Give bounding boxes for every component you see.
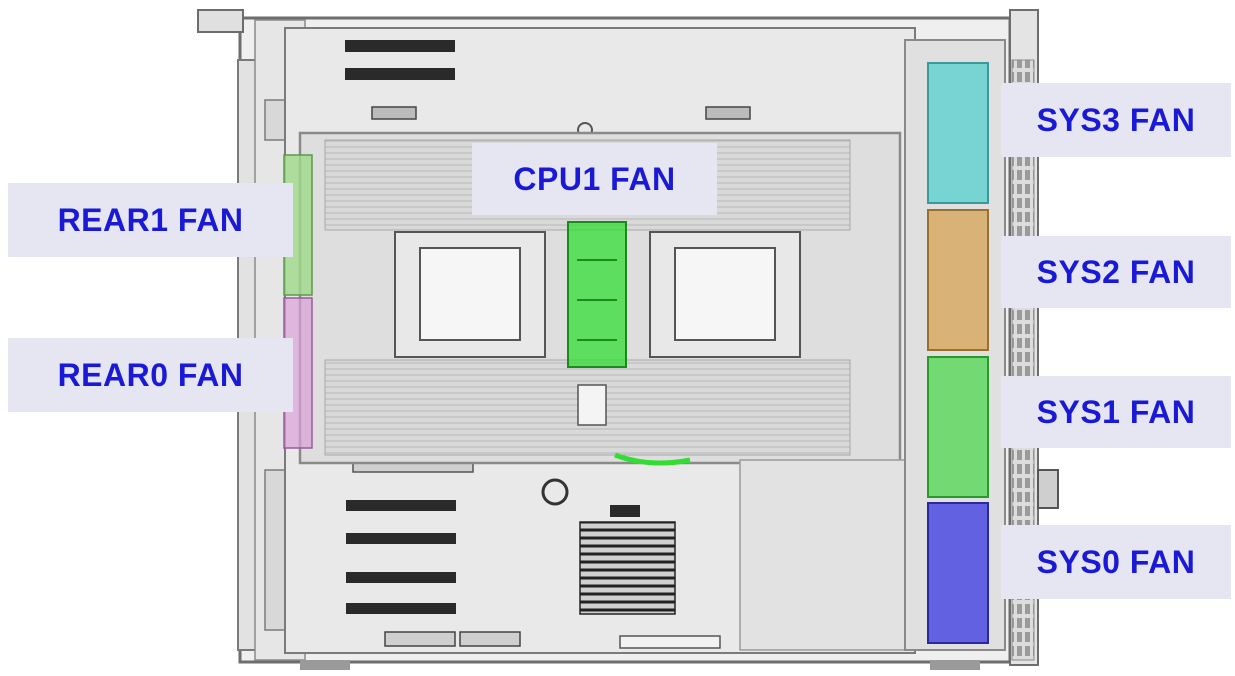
sys0-fan-label: SYS0 FAN <box>1001 525 1231 599</box>
cpu1-fan-label: CPU1 FAN <box>472 143 717 215</box>
sys2-fan-label: SYS2 FAN <box>1001 236 1231 308</box>
rear0-fan-label-text: REAR0 FAN <box>57 356 244 393</box>
rear0-fan-label: REAR0 FAN <box>8 338 293 412</box>
rear1-fan-label-text: REAR1 FAN <box>57 201 244 238</box>
sys0-fan-label-text: SYS0 FAN <box>1036 543 1196 580</box>
sys1-fan-label: SYS1 FAN <box>1001 376 1231 448</box>
rear1-fan-label: REAR1 FAN <box>8 183 293 257</box>
sys1-fan-label-text: SYS1 FAN <box>1036 393 1196 430</box>
fan-cage <box>739 39 1006 651</box>
sys3-fan-label-text: SYS3 FAN <box>1036 101 1196 138</box>
sys2-fan-label-text: SYS2 FAN <box>1036 253 1196 290</box>
sys3-fan-label: SYS3 FAN <box>1001 83 1231 157</box>
cpu1-fan-label-text: CPU1 FAN <box>513 160 676 197</box>
